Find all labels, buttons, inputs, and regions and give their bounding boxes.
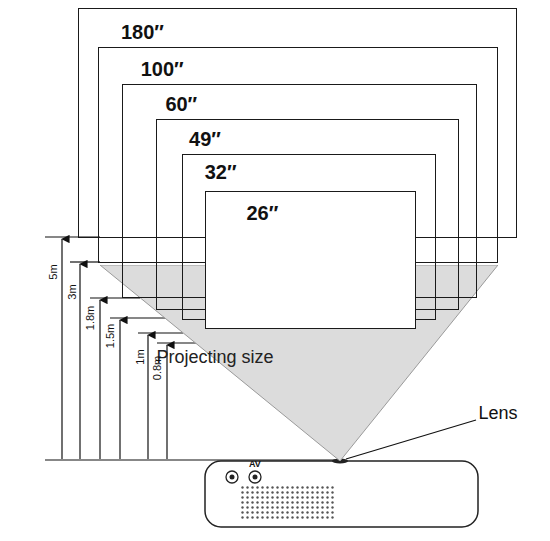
screen-size-label: 49″ xyxy=(189,128,221,151)
distance-label: 1.8m xyxy=(84,306,96,330)
screen-26: 26″ xyxy=(205,191,416,329)
audio-jack-core xyxy=(230,475,235,480)
projector-body xyxy=(205,461,478,527)
audio-jack xyxy=(226,471,238,483)
distance-label: 1m xyxy=(133,349,145,364)
screen-size-label: 60″ xyxy=(165,93,197,116)
screen-60: 60″ 49″ 32″ 26″ xyxy=(122,84,477,298)
screen-180: 180″ 100″ 60″ 49″ 32″ 26″ xyxy=(78,8,517,238)
av-jack-core xyxy=(253,475,258,480)
distance-label: 5m xyxy=(46,264,58,279)
screen-size-label: 100″ xyxy=(141,58,184,81)
av-jack xyxy=(249,471,261,483)
screen-size-label: 26″ xyxy=(246,202,278,225)
screen-32: 32″ 26″ xyxy=(182,154,436,320)
callout-label: Lens xyxy=(479,403,518,424)
port-label: AV xyxy=(249,459,261,469)
screen-size-label: 180″ xyxy=(121,21,164,44)
screen-size-label: 32″ xyxy=(205,161,237,184)
screen-100: 100″ 60″ 49″ 32″ 26″ xyxy=(98,47,498,263)
distance-label: 1.5m xyxy=(104,324,116,348)
distance-label: 0.8m xyxy=(151,356,163,380)
cone-label: Projecting size xyxy=(156,347,273,368)
speaker-grille xyxy=(240,485,335,521)
screen-49: 49″ 32″ 26″ xyxy=(156,119,459,310)
distance-label: 3m xyxy=(65,284,77,299)
